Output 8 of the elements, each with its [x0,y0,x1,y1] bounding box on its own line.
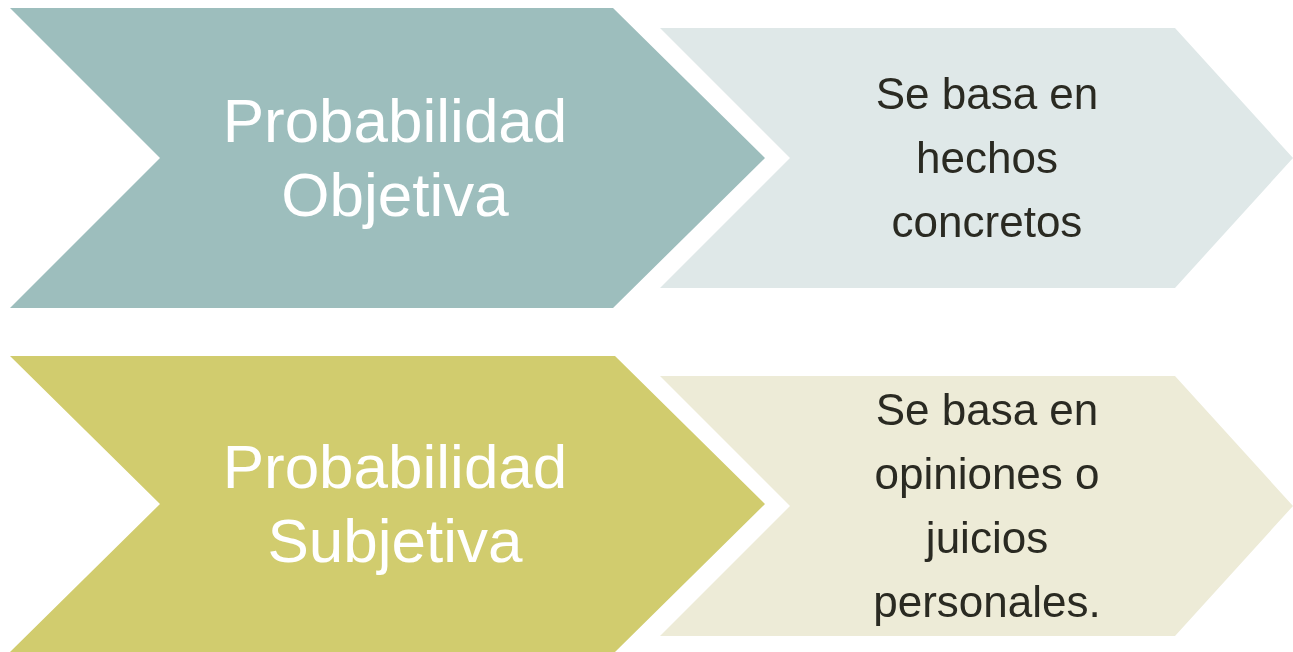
chevron-title: Probabilidad Objetiva [221,84,569,231]
chevron-shape [10,356,765,652]
chevron-shape [660,28,1293,288]
chevron-shape [660,376,1293,636]
chevron-shape [10,8,765,308]
description-text: Se basa en hechos concretos [874,68,1100,248]
chevron-title: Probabilidad Subjetiva [221,430,569,577]
description-text: Se basa en opiniones o juicios personales. [872,384,1102,628]
